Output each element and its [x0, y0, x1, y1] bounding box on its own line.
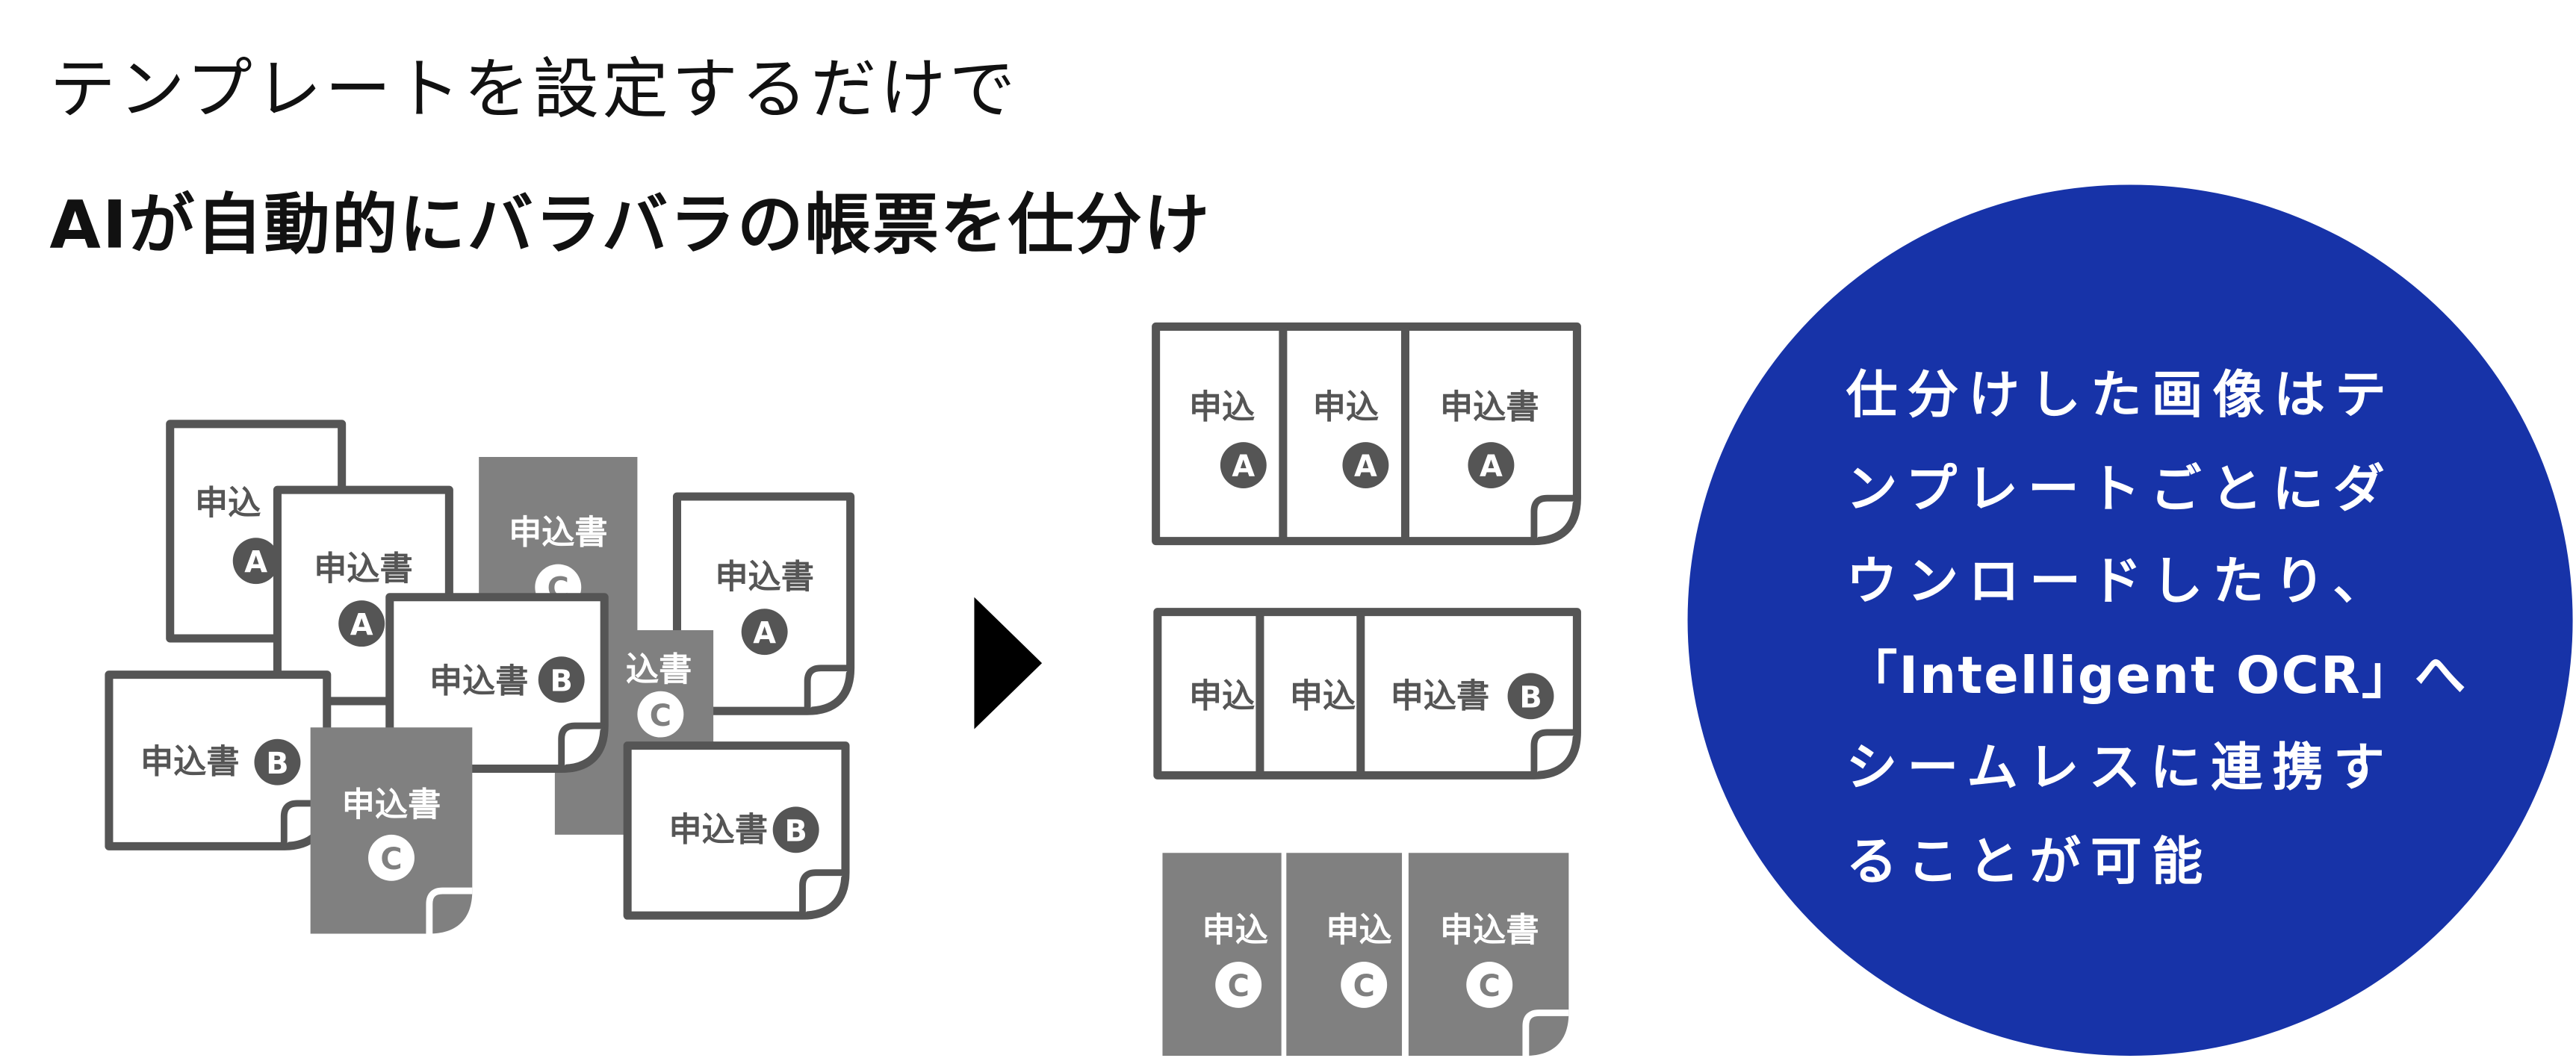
type-badge-letter: A: [1354, 449, 1377, 484]
type-badge: [1468, 442, 1515, 488]
folded-corner-icon: [426, 887, 473, 934]
type-badge-letter: B: [784, 814, 807, 848]
document-label: 申込: [195, 484, 261, 522]
type-badge-letter: B: [550, 664, 573, 698]
document-label: 申込書: [314, 550, 413, 588]
document-label: 申込書: [342, 786, 441, 824]
type-badge-letter: C: [380, 842, 402, 877]
document-label: 申込書: [1440, 912, 1539, 950]
type-badge: [1342, 442, 1389, 488]
document-label: 申込: [1326, 912, 1391, 950]
sorted-group-a: 申込 A 申込 A 申込書 A: [1152, 322, 1581, 546]
type-badge: [254, 738, 301, 785]
callout-line: ンプレートごとにダ: [1846, 459, 2395, 519]
document-label: 申込書: [1440, 388, 1539, 426]
type-badge-letter: C: [1353, 969, 1375, 1004]
document-c: 申込 C: [1162, 853, 1282, 1056]
document-a: [1152, 322, 1581, 546]
document-label: 申込: [1189, 677, 1255, 715]
callout-line: ることが可能: [1846, 832, 2213, 892]
callout-text: 仕分けした画像はテ ンプレートごとにダ ウンロードしたり、 「Intellige…: [1846, 349, 2468, 909]
document-label: 申込: [1290, 677, 1356, 715]
type-badge: [338, 600, 385, 647]
type-badge: [1466, 962, 1513, 1008]
callout-line: ウンロードしたり、: [1846, 553, 2395, 612]
document-c: 申込書 C: [310, 727, 473, 934]
type-badge: [1507, 673, 1554, 720]
heading-line-2: AIが自動的にバラバラの帳票を仕分け: [49, 187, 1211, 264]
callout-line: 「Intelligent OCR」へ: [1846, 645, 2468, 706]
folded-corner-icon: [799, 869, 845, 916]
document-c: 申込書 C: [1408, 853, 1569, 1056]
type-badge: [1341, 962, 1388, 1008]
type-badge-letter: B: [266, 747, 288, 781]
document-a: 申込 A: [166, 420, 347, 643]
type-badge-letter: A: [753, 616, 776, 650]
type-badge: [538, 656, 585, 703]
type-badge: [1215, 962, 1262, 1008]
type-badge-letter: C: [650, 699, 671, 733]
document-a: 申込書 A: [672, 492, 855, 715]
document-label: 申込: [1313, 388, 1379, 426]
document-label: 申込書: [140, 743, 240, 781]
type-badge-letter: C: [1228, 969, 1250, 1004]
document-label: 申込: [1189, 388, 1255, 426]
type-badge-letter: A: [244, 545, 267, 579]
heading-line-1: テンプレートを設定するだけで: [49, 52, 1019, 129]
document-label: 申込: [1202, 912, 1268, 950]
document-label: 申込書: [429, 662, 529, 700]
sorted-group-c: 申込 C 申込 C 申込書 C: [1162, 853, 1569, 1056]
document-label: 込書: [626, 650, 692, 688]
type-badge: [232, 538, 279, 585]
folded-corner-icon: [804, 665, 851, 712]
arrow-right-icon: [974, 597, 1043, 729]
document-label: 申込書: [1391, 677, 1490, 715]
document-b: 申込書 B: [623, 741, 850, 920]
type-badge-letter: B: [1519, 681, 1542, 715]
document-b: 申込書 B: [105, 671, 332, 850]
type-badge: [637, 691, 684, 738]
document-label: 申込書: [715, 559, 814, 597]
folded-corner-icon: [1522, 1009, 1569, 1056]
document-label: 申込書: [668, 811, 768, 849]
type-badge: [772, 806, 819, 853]
type-badge-letter: A: [1480, 449, 1503, 484]
callout-line: シームレスに連携す: [1846, 738, 2395, 799]
type-badge-letter: A: [1232, 449, 1255, 484]
type-badge: [368, 834, 415, 881]
document-b: 申込書 B: [385, 593, 609, 774]
document-c: 申込 C: [1286, 853, 1403, 1056]
type-badge-letter: C: [1479, 969, 1500, 1004]
type-badge-letter: A: [350, 608, 373, 642]
callout-line: 仕分けした画像はテ: [1846, 366, 2397, 426]
type-badge: [1220, 442, 1267, 488]
type-badge: [741, 609, 788, 656]
callout-circle: [1687, 184, 2573, 1056]
document-label: 申込書: [509, 514, 608, 552]
